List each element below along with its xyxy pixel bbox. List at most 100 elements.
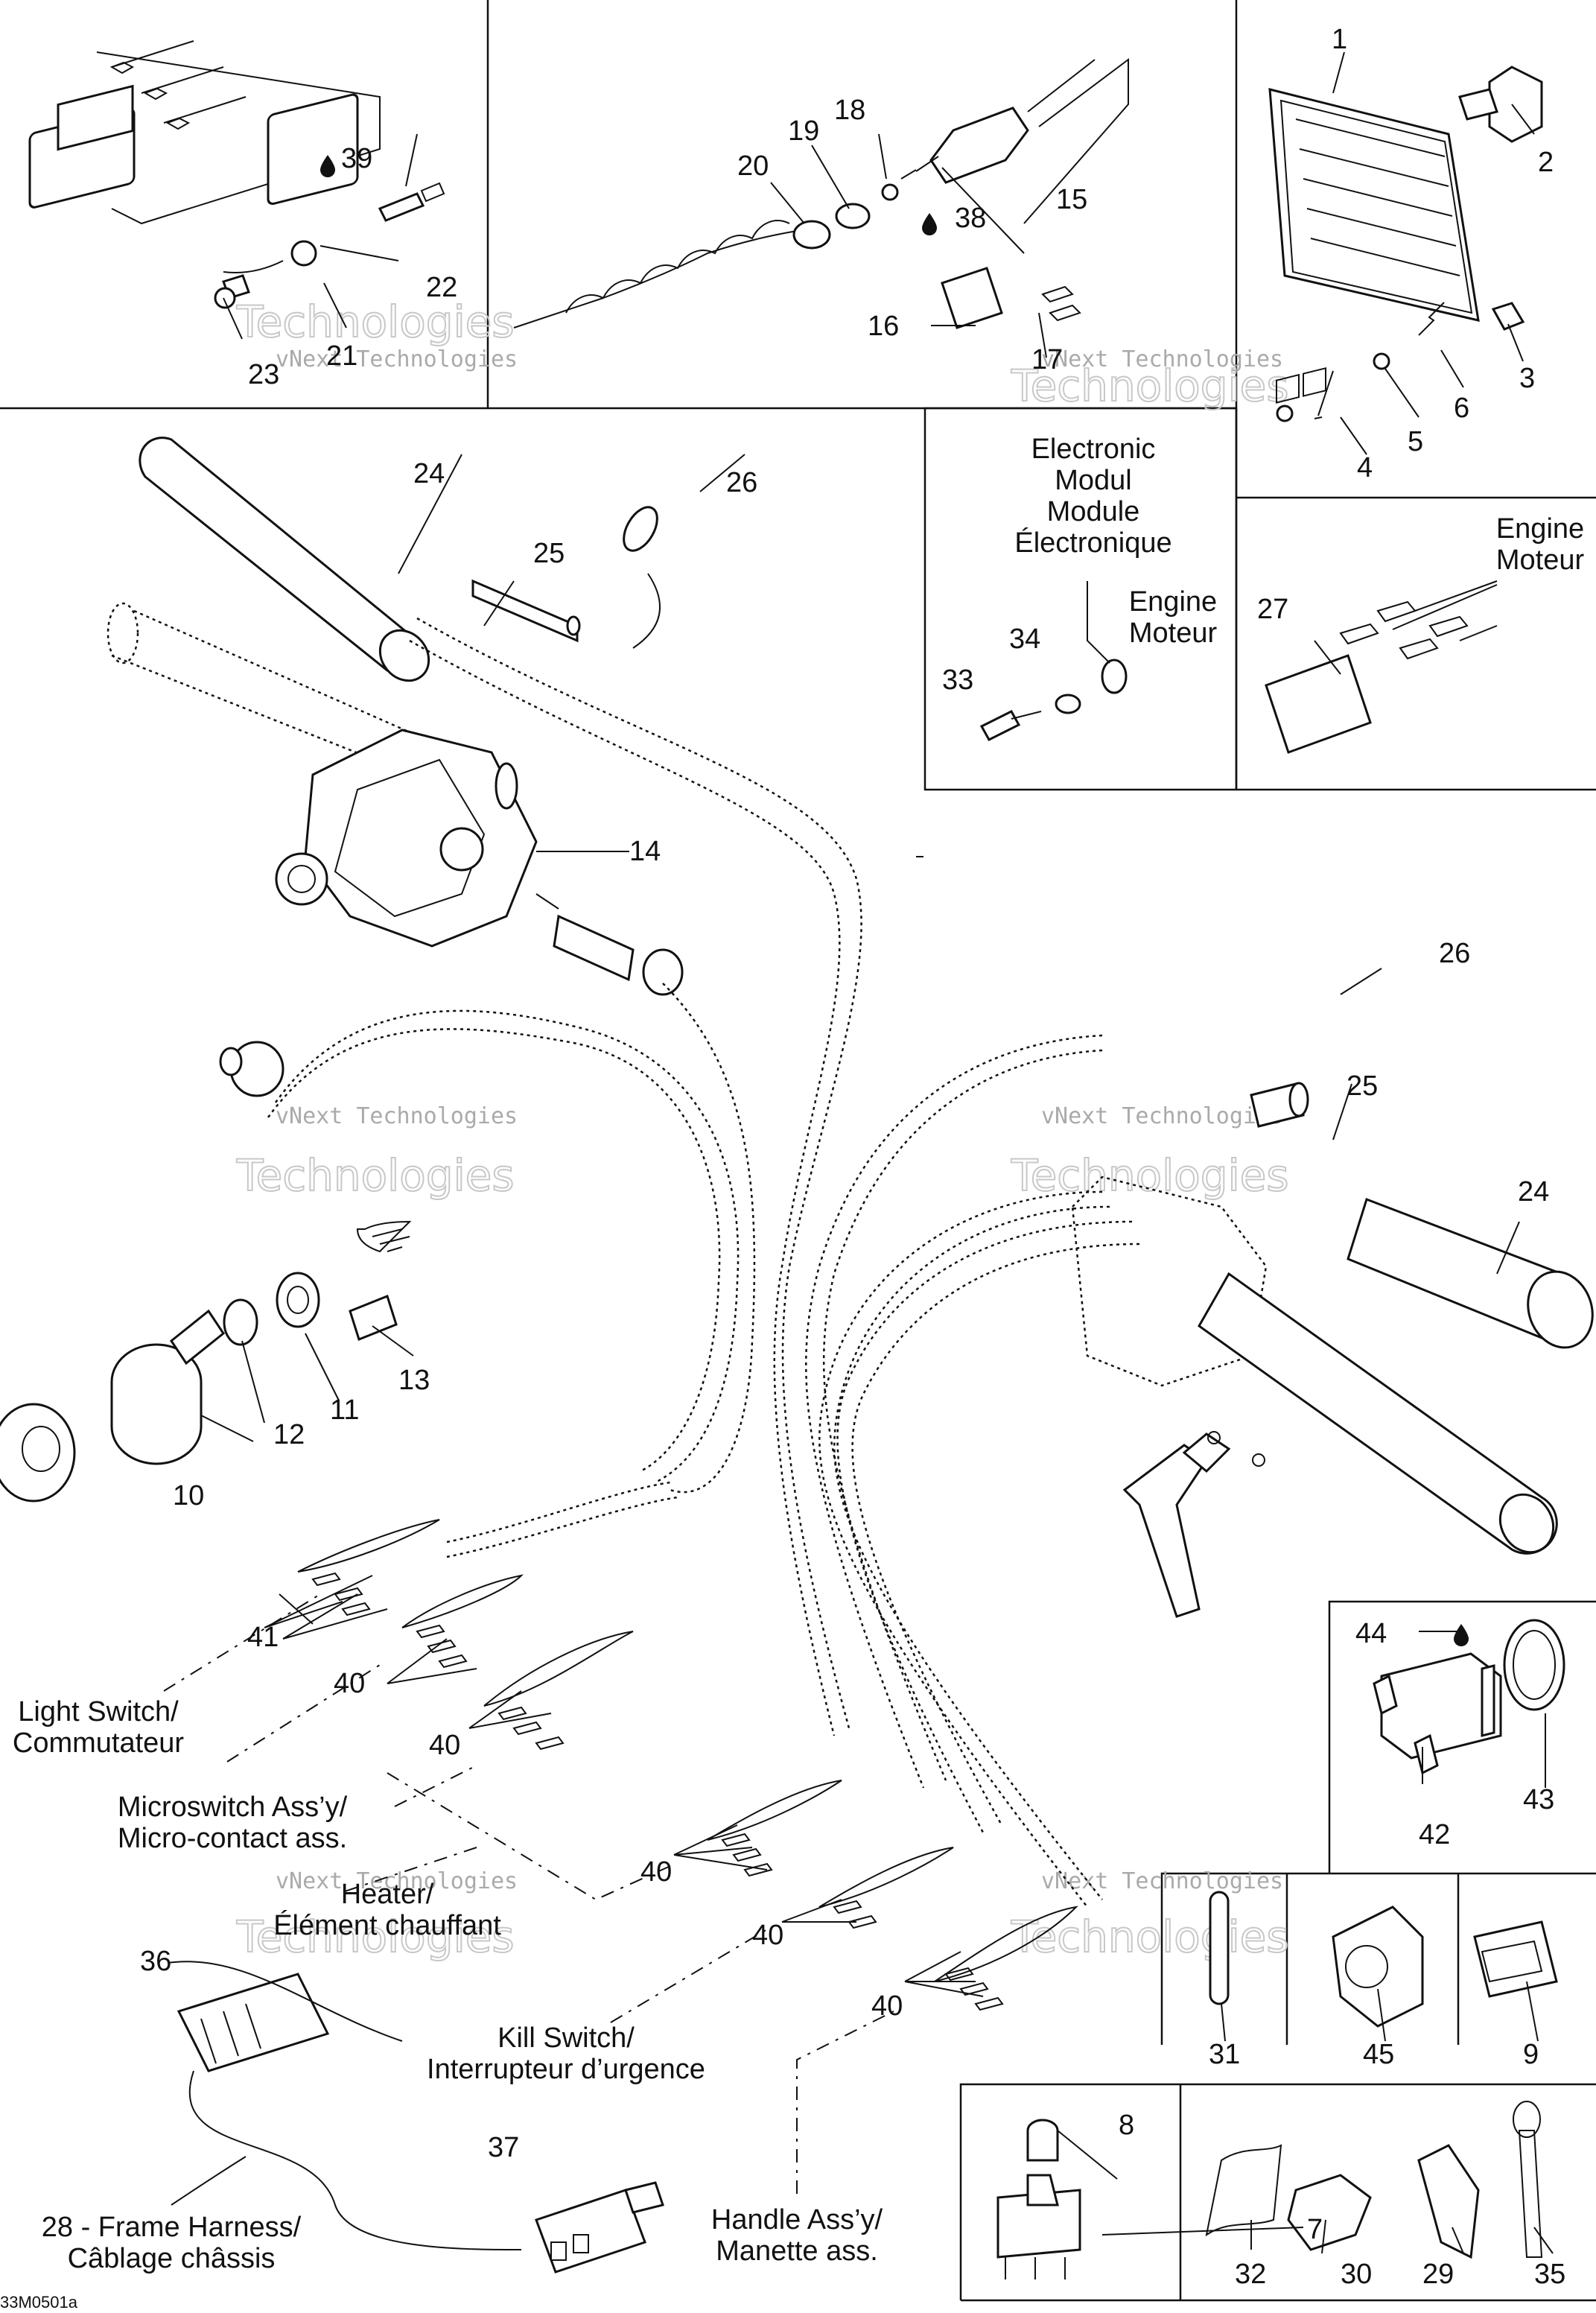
svg-text:Engine: Engine [1496,513,1584,545]
watermarks: Technologies vNext Technologies Technolo… [235,296,1290,1963]
callout-40: 40 [334,1668,365,1699]
watermark-text: vNext Technologies [276,1103,518,1129]
callout-2: 2 [1538,147,1554,178]
callout-7: 7 [1307,2214,1323,2245]
drop-icon [320,155,335,177]
svg-text:Moteur: Moteur [1129,618,1218,649]
svg-text:Microswitch Ass’y/: Microswitch Ass’y/ [118,1792,348,1823]
callout-35: 35 [1534,2259,1565,2290]
label-light-switch: Light Switch/ Commutateur [13,1696,185,1759]
callout-39: 39 [341,143,372,174]
svg-text:Heater/: Heater/ [341,1879,434,1910]
svg-text:Élément chauffant: Élément chauffant [273,1909,501,1941]
callout-5: 5 [1408,426,1423,457]
label-electronic-module: Electronic Modul Module Électronique [1014,434,1171,559]
watermark-text: vNext Technologies [276,346,518,372]
callout-27: 27 [1257,594,1288,625]
callout-43: 43 [1523,1784,1554,1815]
callout-40: 40 [752,1920,783,1951]
svg-text:Câblage châssis: Câblage châssis [68,2243,276,2274]
label-handle: Handle Ass’y/ Manette ass. [711,2204,883,2267]
leader-lines [167,51,1554,2254]
wire-harness [267,617,1140,1908]
callout-38: 38 [955,203,986,234]
label-engine-module-panel: Engine Moteur [1129,586,1218,649]
callout-36: 36 [140,1946,171,1977]
callout-17: 17 [1031,344,1063,375]
small-parts-group [996,1619,1565,2279]
callout-25: 25 [1347,1070,1378,1102]
callout-42: 42 [1419,1819,1450,1850]
callout-18: 18 [834,95,865,126]
callout-1: 1 [1332,24,1347,55]
watermark-text: vNext Technologies [1041,1868,1283,1894]
callout-21: 21 [326,340,357,372]
callout-6: 6 [1454,393,1469,424]
callout-11: 11 [330,1395,359,1426]
watermark-text: Technologies [236,296,515,347]
callout-13: 13 [398,1365,430,1396]
label-heater: Heater/ Élément chauffant [273,1879,501,1941]
svg-text:Micro-contact ass.: Micro-contact ass. [118,1823,347,1854]
watermark-text: Technologies [1011,1911,1289,1962]
callout-33: 33 [942,664,973,696]
watermark-text: Technologies [1011,361,1289,411]
callout-14: 14 [629,836,661,867]
callout-23: 23 [248,359,279,390]
watermark-text: vNext Technologies [1041,346,1283,372]
svg-text:Moteur: Moteur [1496,545,1585,576]
svg-text:Kill Switch/: Kill Switch/ [497,2022,635,2054]
callout-15: 15 [1056,184,1087,215]
tether-cord-group [513,58,1129,329]
svg-text:Handle Ass’y/: Handle Ass’y/ [711,2204,883,2236]
handlebar-left-group [106,602,684,996]
label-microswitch: Microswitch Ass’y/ Micro-contact ass. [118,1792,348,1854]
callout-45: 45 [1363,2039,1394,2070]
callout-40: 40 [429,1730,460,1761]
svg-text:Commutateur: Commutateur [13,1727,185,1759]
callout-numbers: 1 2 3 4 5 6 7 8 9 10 11 12 13 14 15 16 1… [140,24,1565,2290]
callout-24: 24 [1518,1176,1549,1208]
grip-24-top [139,437,661,682]
connector-27-group [1265,367,1498,754]
svg-text:Modul: Modul [1055,465,1132,496]
callout-12: 12 [273,1419,305,1450]
svg-text:Électronique: Électronique [1014,527,1171,559]
ground-hardware-group [979,581,1128,741]
dashed-pointers [163,1593,894,2194]
callout-10: 10 [173,1480,204,1511]
drop-icon [922,213,937,235]
label-engine-connector-panel: Engine Moteur [1496,513,1585,576]
callout-34: 34 [1009,624,1040,655]
svg-text:Manette ass.: Manette ass. [716,2236,878,2267]
svg-text:Electronic: Electronic [1031,434,1156,465]
callout-16: 16 [868,311,899,342]
callout-26: 26 [726,467,757,498]
callout-44: 44 [1355,1618,1387,1649]
watermark-text: Technologies [236,1150,515,1201]
terminal-bunches [297,1519,1078,2011]
svg-text:Engine: Engine [1129,586,1217,618]
text-labels: Electronic Modul Module Électronique Eng… [0,434,1584,2312]
callout-24: 24 [413,458,445,489]
callout-8: 8 [1119,2110,1134,2141]
callout-22: 22 [426,272,457,303]
callout-25: 25 [533,538,565,569]
callout-19: 19 [788,115,819,147]
callout-40: 40 [871,1990,903,2022]
callout-37: 37 [488,2132,519,2163]
svg-text:28 - Frame Harness/: 28 - Frame Harness/ [42,2212,302,2243]
watermark-text: vNext Technologies [276,1868,518,1894]
svg-text:Light Switch/: Light Switch/ [18,1696,179,1727]
label-kill-switch: Kill Switch/ Interrupteur d’urgence [427,2022,705,2085]
callout-26: 26 [1439,938,1470,969]
drop-icon [1454,1624,1469,1646]
callout-4: 4 [1357,452,1373,483]
callout-30: 30 [1341,2259,1372,2290]
drop-icons [320,155,1469,1646]
callout-40: 40 [640,1856,672,1888]
key-switch-group [0,1041,412,1503]
callout-3: 3 [1519,363,1535,394]
